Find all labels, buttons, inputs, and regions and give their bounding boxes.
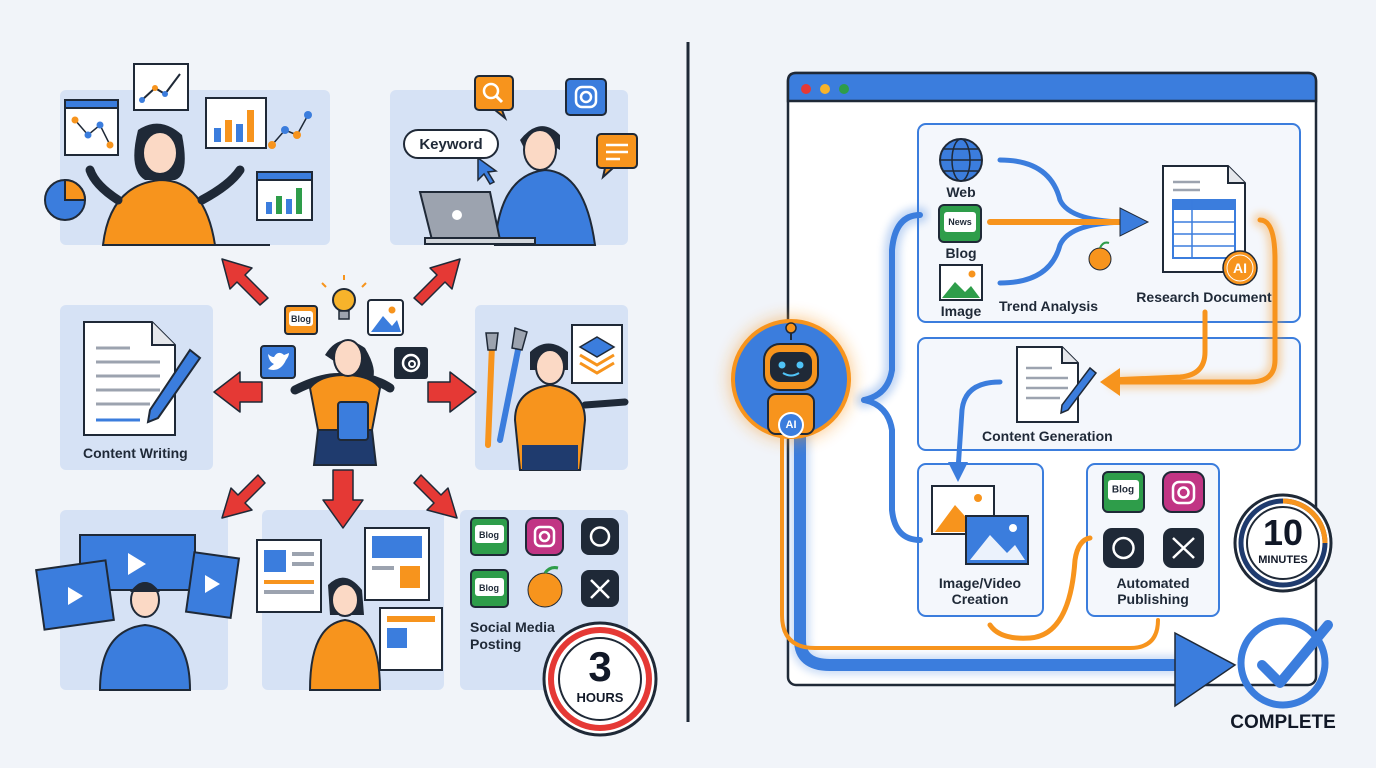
pie-chart-icon — [44, 178, 87, 221]
cursor-icon — [477, 156, 498, 185]
instagram-icon — [565, 78, 607, 116]
designer-person — [513, 343, 629, 471]
manual-timer-unit: HOURS — [576, 690, 624, 705]
image-source-icon — [939, 264, 983, 301]
pen-icon — [146, 348, 202, 424]
blog-tag-text: Blog — [479, 530, 499, 540]
arrow-content — [1100, 368, 1120, 396]
arrow-research — [1119, 207, 1150, 237]
window-min-dot — [820, 84, 830, 94]
scatter-icon — [268, 111, 312, 149]
flow-lines — [780, 157, 1282, 675]
orange-fruit-icon — [527, 572, 563, 608]
window-max-dot — [839, 84, 849, 94]
chat-icon — [596, 133, 638, 180]
network-chart-icon — [64, 99, 119, 156]
checkmark-icon — [1237, 617, 1333, 709]
blog-tag-text: Blog — [479, 583, 499, 593]
bar-chart-icon — [205, 97, 267, 149]
manual-timer-number: 3 — [588, 643, 612, 690]
arrow-complete — [1174, 631, 1237, 708]
window-close-dot — [801, 84, 811, 94]
timer-icon — [1233, 493, 1333, 593]
news-icon — [938, 204, 982, 243]
publishing-icons — [1102, 471, 1205, 568]
blog-tag-icon — [284, 305, 318, 335]
automated-publishing-label-2: Publishing — [1117, 591, 1189, 607]
brushes-icon — [485, 327, 528, 448]
image-icon — [367, 299, 404, 336]
robot-ai-badge-text: AI — [785, 419, 797, 431]
publish-blog-tag-text: Blog — [1111, 484, 1135, 496]
timer-icon — [542, 621, 658, 737]
blog-tag-text: Blog — [291, 314, 311, 324]
arrow-image — [948, 462, 968, 482]
keyword-bubble: Keyword — [403, 129, 499, 159]
typing-person — [493, 126, 597, 246]
red-arrows — [213, 258, 477, 529]
research-document-label: Research Document — [1136, 289, 1272, 305]
source-image-label: Image — [940, 303, 982, 319]
search-icon — [474, 75, 514, 122]
content-writing-label: Content Writing — [83, 445, 188, 461]
automated-publishing-label-1: Automated — [1116, 575, 1190, 591]
complete-label: COMPLETE — [1230, 712, 1336, 733]
auto-timer-unit: MINUTES — [1258, 554, 1308, 566]
analyst-person — [85, 123, 270, 246]
social-media-posting-label: Social Media Posting — [470, 619, 555, 652]
laptop-icon — [418, 191, 536, 245]
spreadsheet-icon — [1162, 165, 1246, 273]
globe-icon — [939, 138, 983, 182]
auto-timer-number: 10 — [1262, 512, 1304, 553]
automated-workflow — [729, 71, 1333, 709]
image-video-label-2: Creation — [951, 591, 1009, 607]
film-icon — [35, 534, 241, 631]
newspaper-icon — [256, 527, 443, 671]
lightbulb-icon — [321, 275, 367, 320]
multitasking-person — [290, 339, 395, 466]
dashboard-chart-icon — [256, 171, 313, 221]
source-web-label: Web — [946, 184, 976, 200]
trend-analysis-label: Trend Analysis — [999, 298, 1099, 314]
robot-icon — [729, 317, 853, 441]
social-icons-grid — [470, 517, 619, 608]
line-chart-icon — [133, 63, 189, 111]
news-tag-text: News — [948, 217, 972, 227]
content-document-icon — [1016, 346, 1098, 423]
gear-icon — [1222, 250, 1258, 286]
threads-icon — [1103, 528, 1144, 568]
content-generation-label: Content Generation — [982, 428, 1113, 444]
layers-icon — [571, 324, 623, 384]
threads-icon — [581, 518, 619, 555]
ai-badge-text: AI — [1233, 260, 1247, 276]
document-icon — [83, 321, 176, 436]
manual-workflow — [35, 63, 658, 737]
video-editor-person — [98, 582, 192, 691]
orange-fruit-icon — [1088, 241, 1112, 271]
twitter-icon — [260, 345, 296, 379]
layout-person — [308, 577, 382, 691]
threads-icon — [394, 347, 428, 379]
instagram-icon — [525, 517, 564, 556]
media-icon — [931, 485, 1029, 565]
instagram-icon — [1162, 471, 1205, 513]
image-video-label-1: Image/Video — [938, 575, 1022, 591]
source-blog-label: Blog — [945, 245, 977, 261]
